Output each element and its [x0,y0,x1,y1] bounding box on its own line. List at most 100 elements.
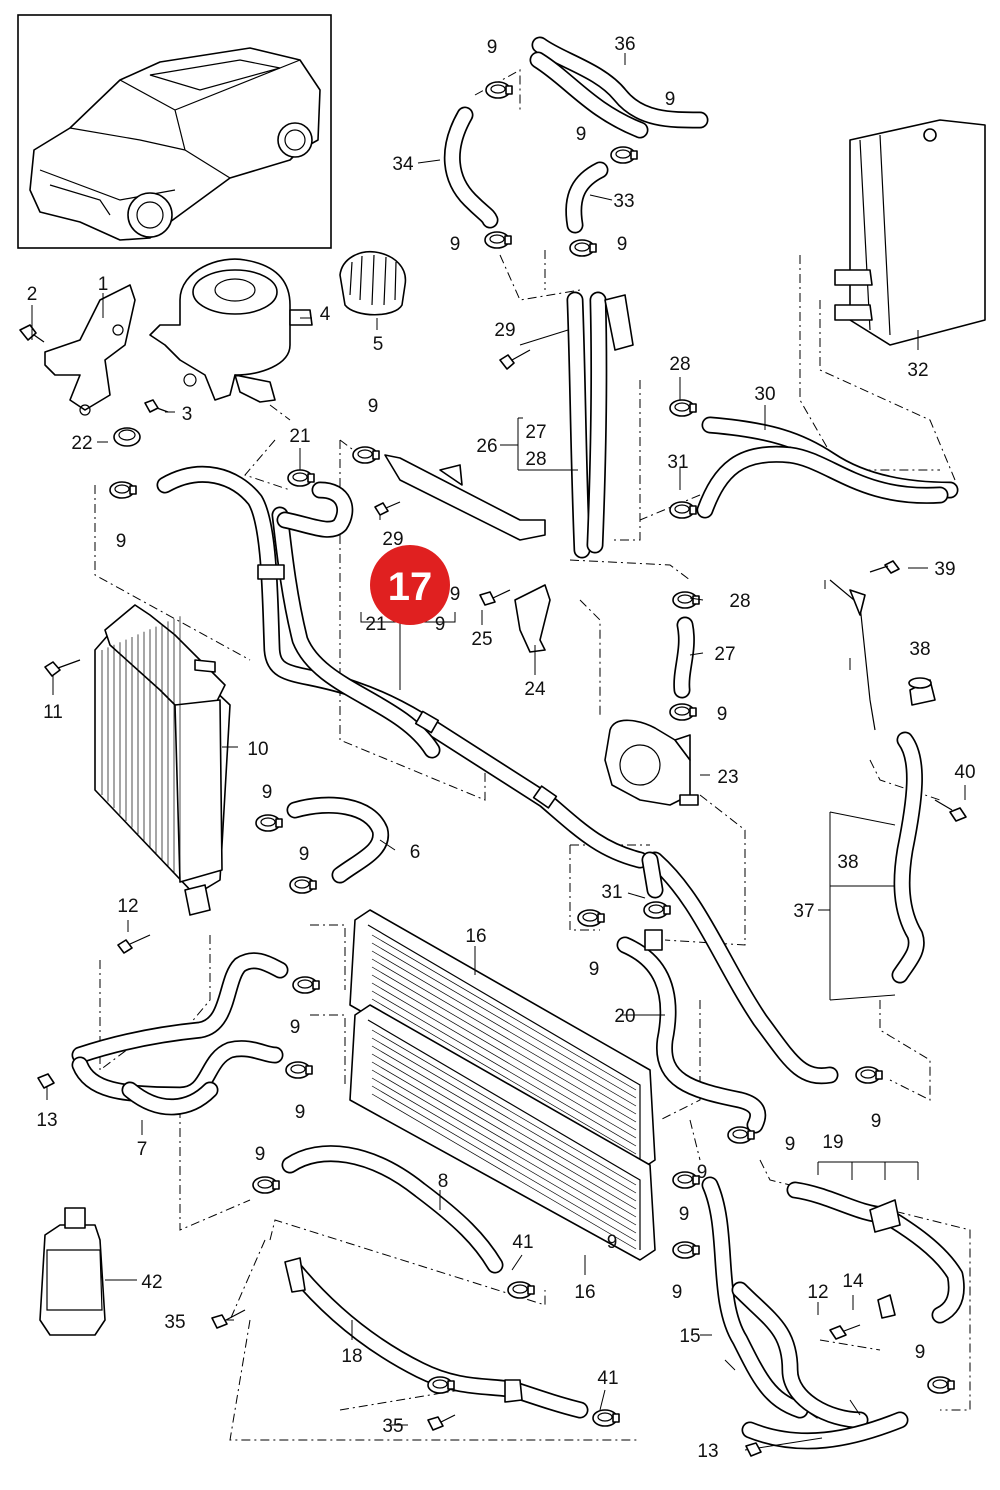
callout-3[interactable]: 3 [182,404,193,425]
callout-12b[interactable]: 12 [807,1282,828,1303]
clamp-part-9 [672,1241,700,1259]
hose-part-19 [786,1181,965,1324]
callout-9n[interactable]: 9 [785,1134,796,1155]
callout-16b[interactable]: 16 [574,1282,595,1303]
callout-9m[interactable]: 9 [871,1111,882,1132]
callout-38a[interactable]: 38 [909,639,930,660]
callout-28a[interactable]: 28 [525,449,546,470]
callout-29b[interactable]: 29 [382,529,403,550]
hose-part-27 [673,616,695,699]
clamp-part-9 [484,231,512,249]
callout-39[interactable]: 39 [934,559,955,580]
callout-14[interactable]: 14 [842,1271,864,1292]
callout-32[interactable]: 32 [907,360,928,381]
hose-part-7 [71,952,289,1116]
callout-9j[interactable]: 9 [589,959,600,980]
callout-9g[interactable]: 9 [717,704,728,725]
callout-28b[interactable]: 28 [669,354,690,375]
callout-9h[interactable]: 9 [262,782,273,803]
clamp-part-9 [289,876,317,894]
hose-part-31 [641,851,664,899]
callout-26[interactable]: 26 [476,436,497,457]
clamp-part-9 [855,1066,883,1084]
highlight-label: 17 [388,565,433,609]
callout-9p[interactable]: 9 [679,1204,690,1225]
clamp-part-9 [292,976,320,994]
bracket-part-24 [514,584,551,653]
cap-part-5 [339,250,407,316]
hose-part-36 [529,36,709,139]
callout-12a[interactable]: 12 [117,896,138,917]
callout-9o[interactable]: 9 [255,1144,266,1165]
clamp-part-9 [669,703,697,721]
callout-33[interactable]: 33 [613,191,634,212]
callout-9r[interactable]: 9 [915,1342,926,1363]
callout-9q[interactable]: 9 [672,1282,683,1303]
callout-29a[interactable]: 29 [494,320,515,341]
clamp-part-9 [569,239,597,257]
callout-9s[interactable]: 9 [607,1232,618,1253]
callout-25[interactable]: 25 [471,629,492,650]
callout-31a[interactable]: 31 [667,452,688,473]
callout-31b[interactable]: 31 [601,882,622,903]
callout-9a[interactable]: 9 [487,37,498,58]
vehicle-inset [17,14,332,249]
callout-27b[interactable]: 27 [714,644,735,665]
clamp-part-9 [255,814,283,832]
callout-6[interactable]: 6 [410,842,421,863]
callout-20[interactable]: 20 [614,1006,635,1027]
callout-35a[interactable]: 35 [164,1312,185,1333]
callout-13a[interactable]: 13 [36,1110,57,1131]
callout-21[interactable]: 21 [289,426,310,447]
expansion-tank-part-4 [149,258,313,403]
callout-30[interactable]: 30 [754,384,775,405]
callout-41b[interactable]: 41 [597,1368,618,1389]
callout-8[interactable]: 8 [438,1171,449,1192]
callout-4[interactable]: 4 [320,304,331,325]
clamp-part-9 [727,1126,755,1144]
water-pump-part-23 [604,719,699,806]
callout-9k[interactable]: 9 [290,1017,301,1038]
callout-41a[interactable]: 41 [512,1232,533,1253]
callout-9l[interactable]: 9 [295,1102,306,1123]
callout-28c[interactable]: 28 [729,591,750,612]
callout-36[interactable]: 36 [614,34,635,55]
callout-15[interactable]: 15 [679,1326,700,1347]
callout-7[interactable]: 7 [137,1139,148,1160]
callout-35b[interactable]: 35 [382,1416,403,1437]
callout-9d[interactable]: 9 [617,234,628,255]
callout-23[interactable]: 23 [717,767,738,788]
callout-19[interactable]: 19 [822,1132,843,1153]
callout-1[interactable]: 1 [98,274,109,295]
callout-34[interactable]: 34 [392,154,414,175]
callout-37[interactable]: 37 [793,901,814,922]
callout-9t[interactable]: 9 [665,89,676,110]
callout-13b[interactable]: 13 [697,1441,718,1462]
callout-16a[interactable]: 16 [465,926,486,947]
highlight-sublabel-21: 21 [365,614,386,635]
callout-10[interactable]: 10 [247,739,268,760]
hose-part-30 [696,416,959,519]
clamp-part-9 [252,1176,280,1194]
highlight-callout-17[interactable]: 17 [370,545,450,625]
callout-11[interactable]: 11 [43,702,63,723]
callout-labels: 1 2 3 4 5 6 7 8 10 11 12 12 13 13 14 15 … [27,34,976,1462]
callout-22[interactable]: 22 [71,433,92,454]
callout-9b[interactable]: 9 [576,124,587,145]
callout-42[interactable]: 42 [141,1272,162,1293]
callout-18[interactable]: 18 [341,1346,362,1367]
callout-9v[interactable]: 9 [697,1162,708,1183]
callout-27a[interactable]: 27 [525,422,546,443]
callout-9c[interactable]: 9 [450,234,461,255]
callout-5[interactable]: 5 [373,334,384,355]
callout-9u[interactable]: 9 [450,584,461,605]
callout-40[interactable]: 40 [954,762,975,783]
callout-24[interactable]: 24 [524,679,546,700]
clamp-part-9 [672,1171,700,1189]
callout-9i[interactable]: 9 [299,844,310,865]
callout-2[interactable]: 2 [27,284,38,305]
fastener-bolts [37,349,967,1457]
callout-38b[interactable]: 38 [837,852,858,873]
callout-9e[interactable]: 9 [368,396,379,417]
callout-9f[interactable]: 9 [116,531,127,552]
